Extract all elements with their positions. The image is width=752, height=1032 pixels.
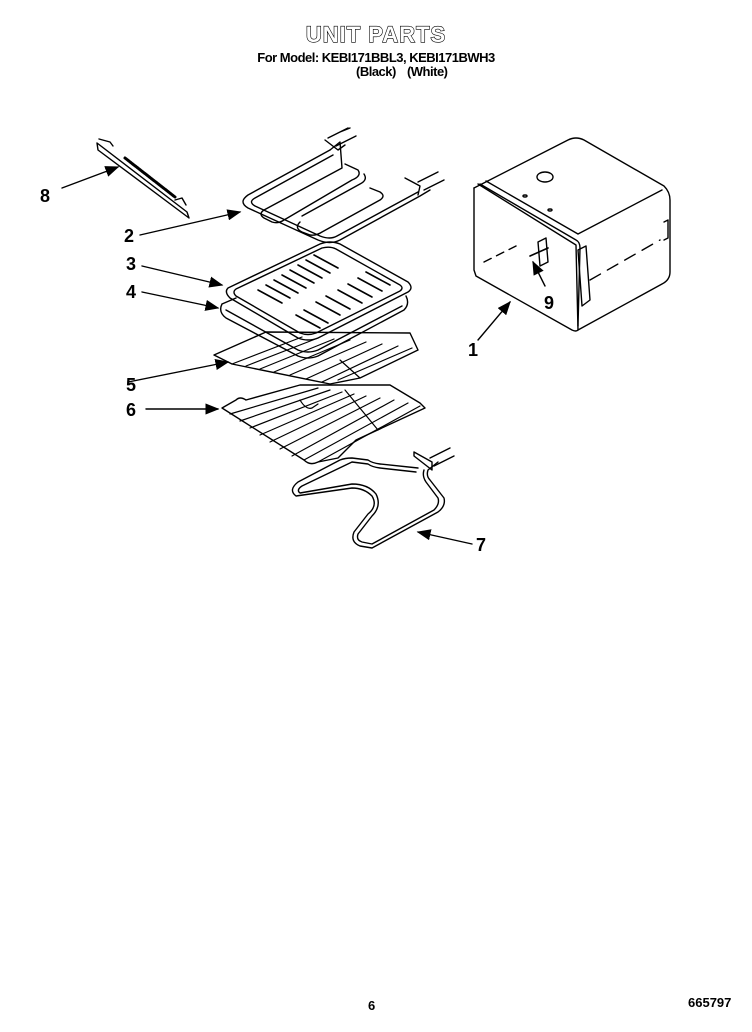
- part-1-oven-cavity: [473, 137, 671, 341]
- part-3-4-broiler-pan: [141, 241, 412, 359]
- callout-6: 6: [126, 400, 137, 420]
- part-8-vent-bracket: [61, 138, 190, 219]
- callout-5: 5: [126, 375, 137, 395]
- part-5-oven-rack: [127, 331, 419, 385]
- callout-9: 9: [544, 293, 555, 313]
- page-number: 6: [368, 998, 376, 1013]
- model-line: For Model: KEBI171BBL3, KEBI171BWH3: [257, 50, 495, 65]
- callout-3: 3: [126, 254, 137, 274]
- document-number: 665797: [688, 995, 732, 1010]
- color-line: (Black) (White): [356, 64, 448, 79]
- part-7-bake-element: [291, 447, 473, 549]
- page-title: UNIT PARTS: [305, 21, 447, 47]
- part-6-oven-rack: [145, 384, 426, 465]
- part-2-broil-element: [139, 127, 445, 244]
- callout-8: 8: [40, 186, 51, 206]
- callout-4: 4: [126, 282, 137, 302]
- callout-1: 1: [468, 340, 479, 360]
- callout-2: 2: [124, 226, 135, 246]
- callout-7: 7: [476, 535, 487, 555]
